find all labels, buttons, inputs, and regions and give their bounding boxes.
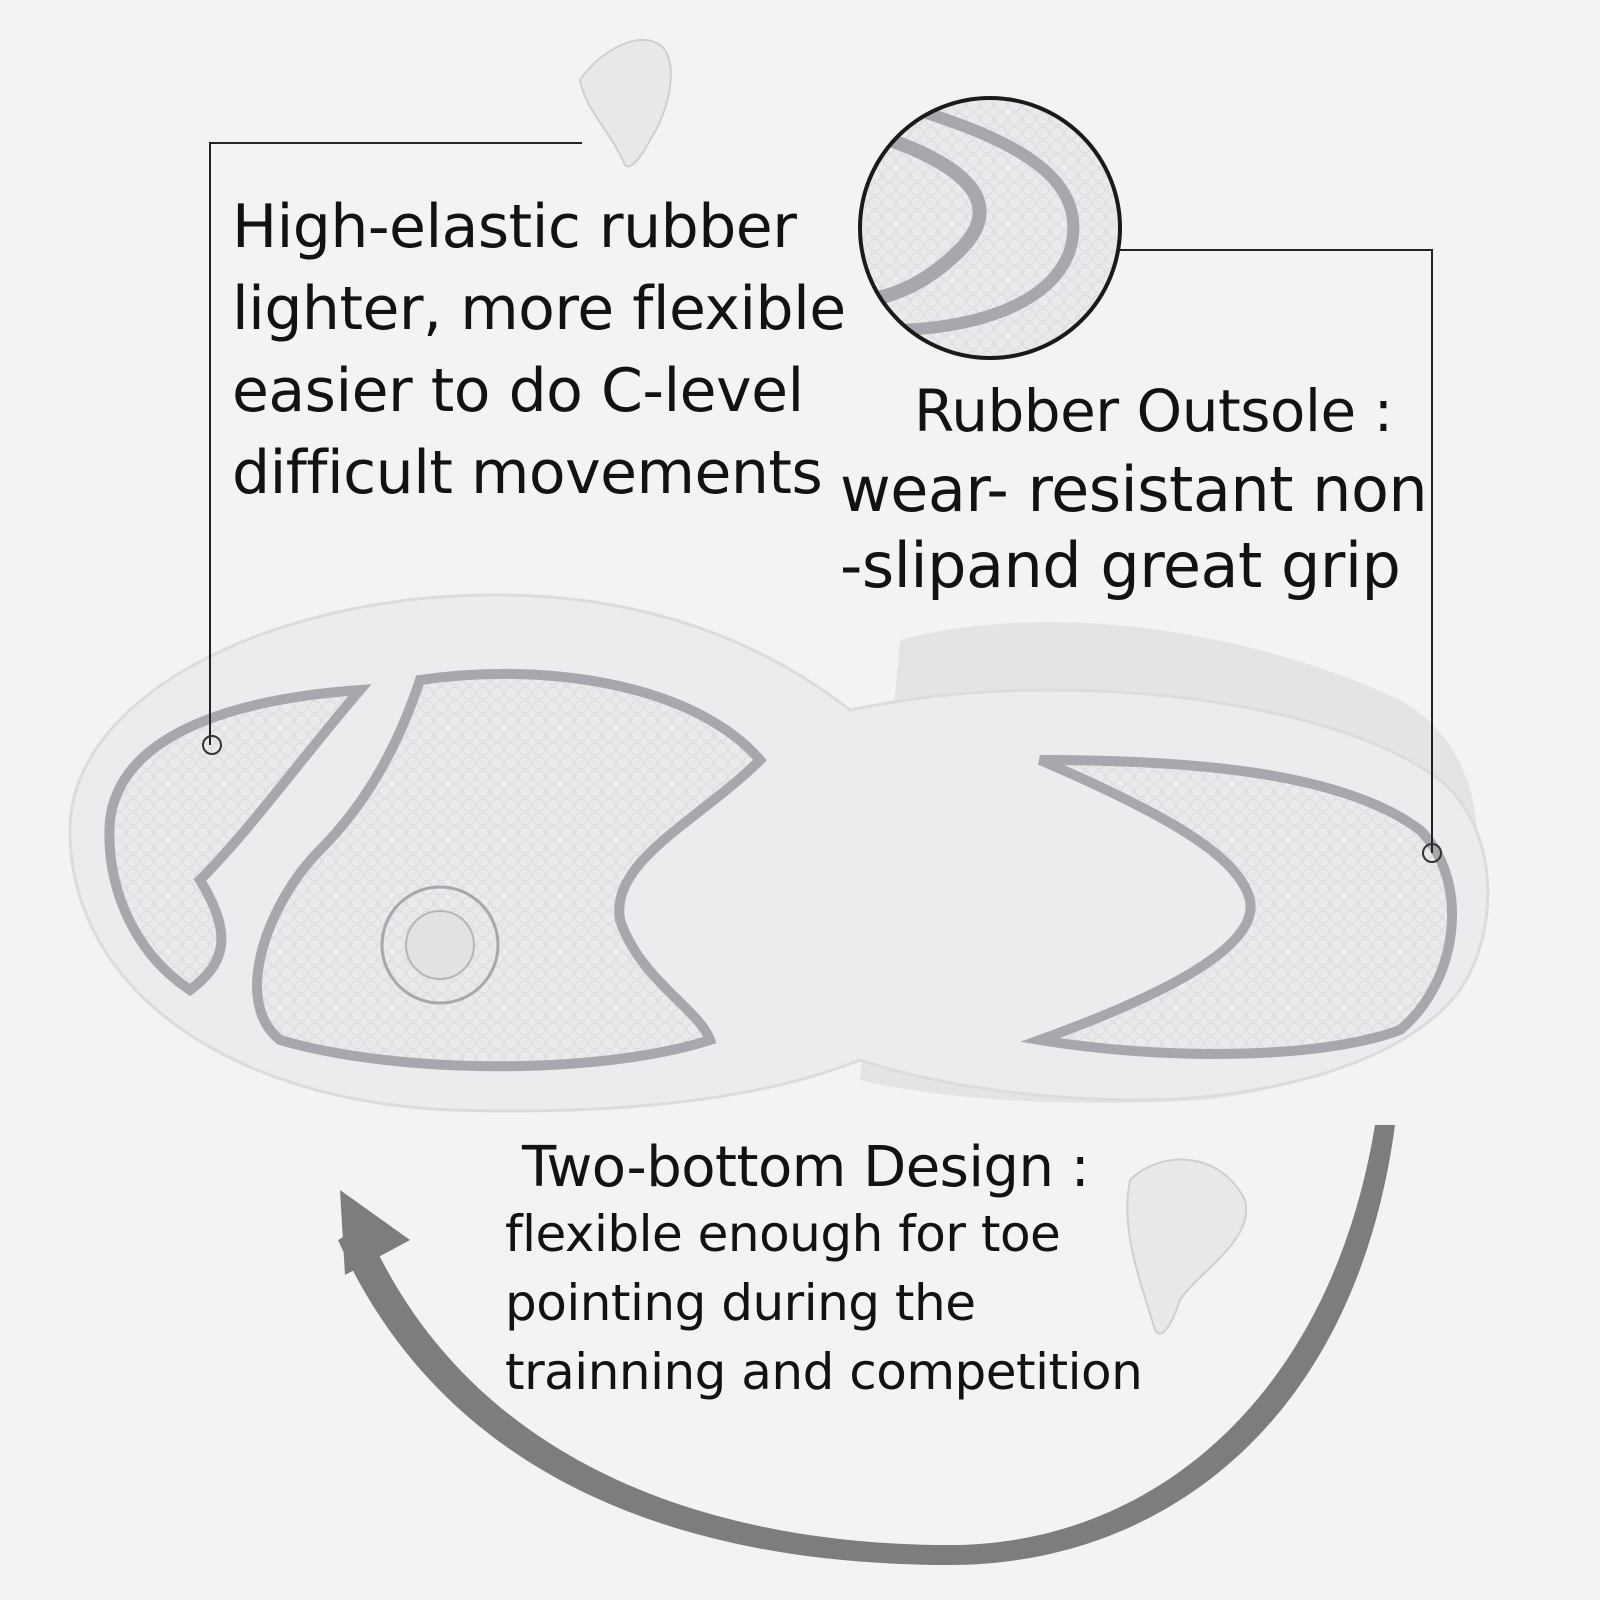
callout-elastic-line-2: lighter, more flexible [232, 274, 846, 344]
shoe-outsole-image [68, 593, 1490, 1113]
callout-design-line-2: pointing during the [505, 1274, 976, 1332]
callout-design-text: flexible enough for toe pointing during … [505, 1200, 1143, 1407]
callout-outsole-title: Rubber Outsole : [914, 376, 1393, 446]
magnifier-circle-tread-icon [858, 96, 1122, 360]
shoe-pointe-icon [578, 39, 672, 168]
callout-line-outsole [1120, 249, 1442, 863]
callout-elastic-text: High-elastic rubber lighter, more flexib… [232, 186, 846, 514]
callout-design-heading: Two-bottom Design : [522, 1135, 1090, 1200]
callout-design-line-1: flexible enough for toe [505, 1205, 1061, 1263]
callout-outsole-heading: Rubber Outsole : [914, 377, 1393, 445]
callout-elastic-line-3: easier to do C-level [232, 356, 804, 426]
callout-elastic-line-1: High-elastic rubber [232, 192, 797, 262]
curved-arrow-icon [338, 1125, 1395, 1565]
callout-elastic-line-4: difficult movements [232, 438, 823, 508]
callout-design-line-3: trainning and competition [505, 1343, 1143, 1401]
callout-outsole-line-1: wear- resistant non [840, 453, 1428, 526]
shoe-pointe-icon-2 [1126, 1158, 1248, 1335]
callout-design-title: Two-bottom Design : [522, 1135, 1090, 1201]
callout-outsole-line-2: -slipand great grip [840, 529, 1401, 602]
callout-outsole-text: wear- resistant non -slipand great grip [840, 452, 1428, 604]
callout-line-elastic [202, 142, 582, 755]
